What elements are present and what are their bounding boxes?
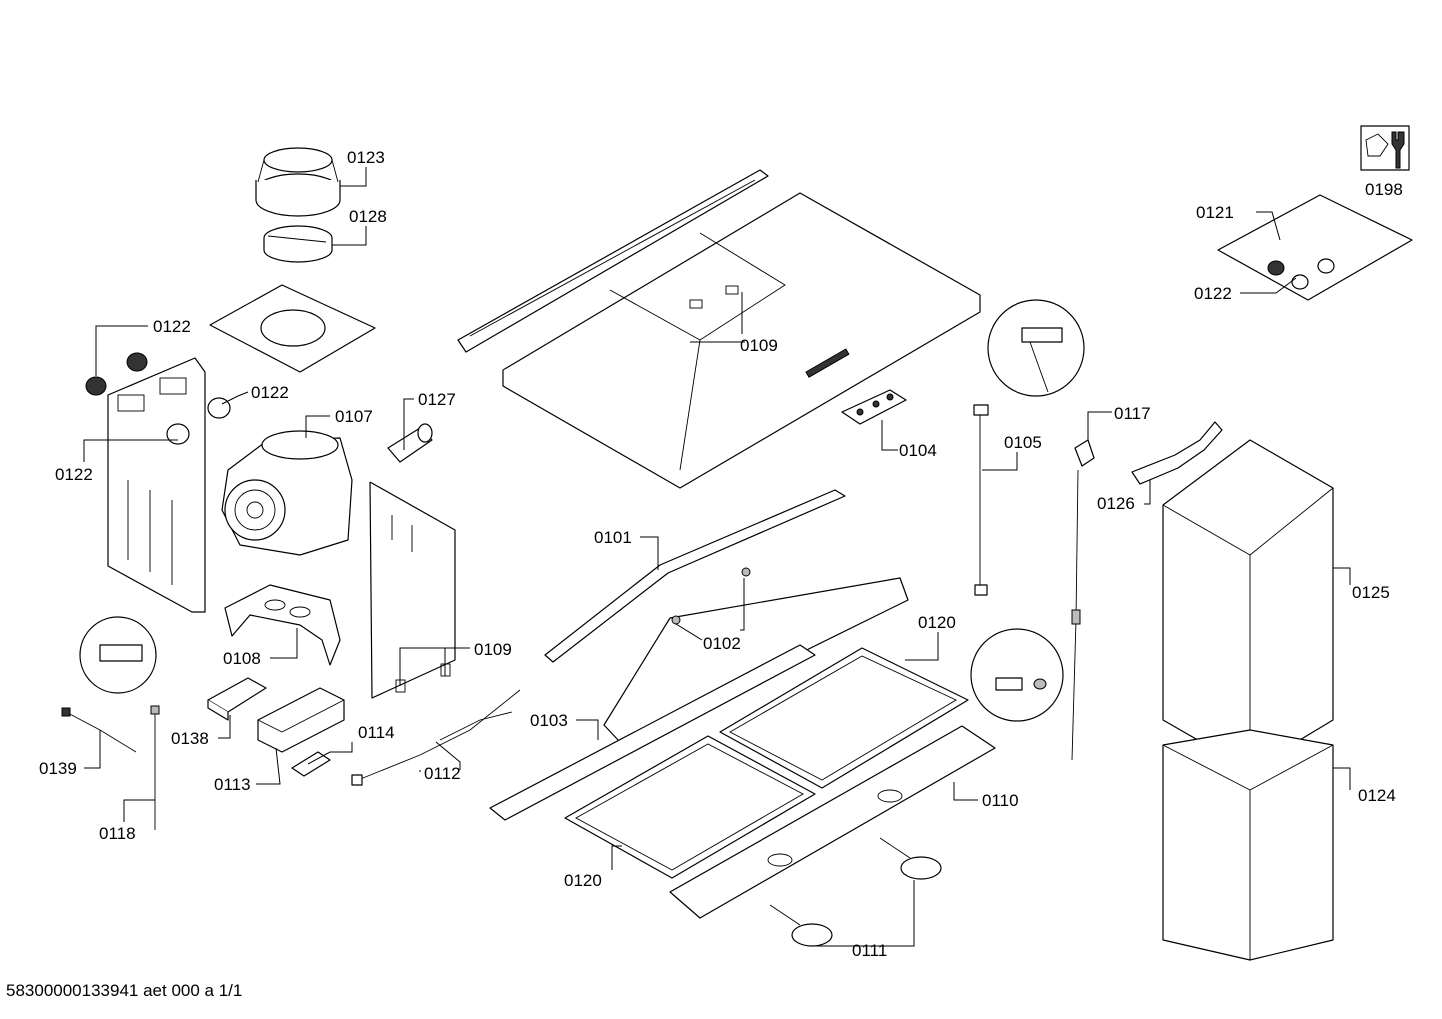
label-0113: 0113 bbox=[214, 775, 251, 794]
label-0126: 0126 bbox=[1097, 494, 1135, 513]
connector-circle-0139 bbox=[61, 616, 160, 830]
label-0117: 0117 bbox=[1114, 404, 1151, 423]
grease-filter-0120-bottom bbox=[564, 735, 816, 879]
power-cord-0117 bbox=[1071, 439, 1095, 761]
top-plate bbox=[209, 284, 376, 373]
label-0198: 0198 bbox=[1365, 180, 1403, 199]
label-0114: 0114 bbox=[358, 723, 395, 742]
label-0139: 0139 bbox=[39, 759, 77, 778]
relay-0114 bbox=[291, 751, 331, 777]
label-0138: 0138 bbox=[171, 729, 209, 748]
side-housing bbox=[107, 357, 206, 613]
label-0122-c: 0122 bbox=[55, 465, 93, 484]
label-0102: 0102 bbox=[703, 634, 741, 653]
blower-0107 bbox=[221, 430, 353, 556]
label-0118: 0118 bbox=[99, 824, 136, 843]
grease-filter-0120-top bbox=[719, 647, 969, 789]
knob-0111 bbox=[769, 837, 942, 947]
wrench-icon bbox=[1360, 125, 1410, 171]
cable-0112 bbox=[351, 689, 521, 786]
label-0105: 0105 bbox=[1004, 433, 1042, 452]
label-0120-a: 0120 bbox=[918, 613, 956, 632]
leader-lines bbox=[83, 167, 1351, 947]
label-0128: 0128 bbox=[349, 207, 387, 226]
pcb-0138 bbox=[207, 677, 267, 721]
panel-0109-left bbox=[369, 481, 456, 699]
label-0123: 0123 bbox=[347, 148, 385, 167]
label-0127: 0127 bbox=[418, 390, 456, 409]
label-0121: 0121 bbox=[1196, 203, 1234, 222]
backflow-flap-0128 bbox=[263, 225, 333, 263]
part-labels: 0123 0128 0122 0122 0122 0107 0127 0108 … bbox=[39, 148, 1403, 960]
label-0101: 0101 bbox=[594, 528, 632, 547]
label-0122-d: 0122 bbox=[1194, 284, 1232, 303]
label-0107: 0107 bbox=[335, 407, 373, 426]
label-0120-b: 0120 bbox=[564, 871, 602, 890]
accessory-bag-0121 bbox=[1217, 194, 1413, 301]
knob-0122-left bbox=[85, 352, 231, 445]
chimney-upper-0125 bbox=[1162, 439, 1334, 771]
wire-harness-0105 bbox=[970, 299, 1085, 722]
capacitor-0127 bbox=[387, 423, 433, 463]
clip-0102 bbox=[671, 567, 751, 625]
mount-bracket-0108 bbox=[224, 584, 341, 666]
label-0111: 0111 bbox=[852, 941, 887, 960]
label-0125: 0125 bbox=[1352, 583, 1390, 602]
front-trim-0110 bbox=[669, 725, 996, 919]
document-id: 58300000133941 aet 000 a 1/1 bbox=[6, 981, 243, 1000]
label-0109-a: 0109 bbox=[474, 640, 512, 659]
wall-bracket bbox=[457, 169, 769, 353]
duct-ring-0123 bbox=[255, 147, 341, 217]
label-0122-a: 0122 bbox=[153, 317, 191, 336]
chimney-lower-0124 bbox=[1162, 729, 1334, 961]
control-board-0104 bbox=[841, 389, 907, 425]
bracket-0126 bbox=[1131, 421, 1223, 485]
label-0103: 0103 bbox=[530, 711, 568, 730]
label-0110: 0110 bbox=[982, 791, 1019, 810]
label-0108: 0108 bbox=[223, 649, 261, 668]
rail-0101 bbox=[544, 489, 846, 663]
label-0104: 0104 bbox=[899, 441, 937, 460]
label-0124: 0124 bbox=[1358, 786, 1396, 805]
transformer-0113 bbox=[257, 687, 345, 753]
label-0122-b: 0122 bbox=[251, 383, 289, 402]
label-0109-b: 0109 bbox=[740, 336, 778, 355]
label-0112: 0112 bbox=[424, 764, 461, 783]
